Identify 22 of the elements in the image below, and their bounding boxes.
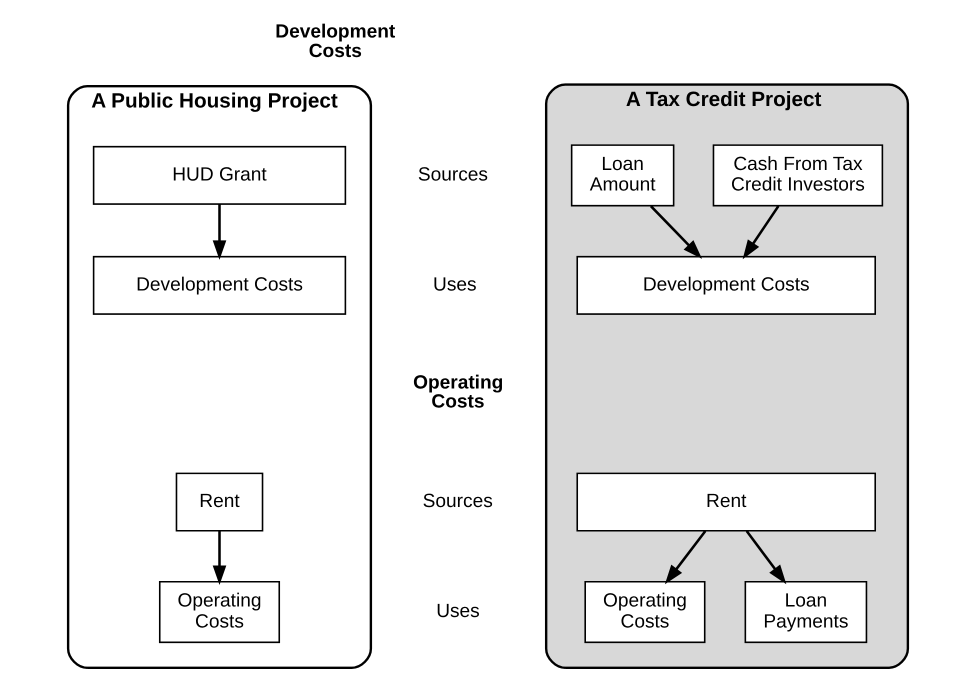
node-box: HUD Grant — [92, 146, 346, 205]
arrow — [212, 204, 226, 260]
label: Sources — [418, 164, 488, 186]
label: Operating Costs — [413, 372, 504, 412]
label: Development Costs — [275, 22, 396, 62]
label: Sources — [422, 491, 493, 512]
node-box: Cash From Tax Credit Investors — [712, 144, 884, 206]
label: Uses — [433, 274, 477, 296]
node-box: Operating Costs — [158, 580, 280, 644]
arrow — [212, 531, 226, 585]
arrow — [650, 205, 702, 259]
arrow — [664, 530, 706, 584]
node-box: Rent — [176, 472, 264, 532]
label: Uses — [436, 600, 480, 622]
arrow — [742, 205, 780, 260]
node-box: Rent — [576, 472, 876, 532]
node-box: Development Costs — [576, 256, 876, 315]
arrow — [746, 530, 786, 584]
node-box: Loan Amount — [570, 144, 674, 206]
node-box: Operating Costs — [584, 580, 706, 644]
node-box: Development Costs — [92, 256, 346, 315]
node-box: Loan Payments — [744, 580, 868, 644]
